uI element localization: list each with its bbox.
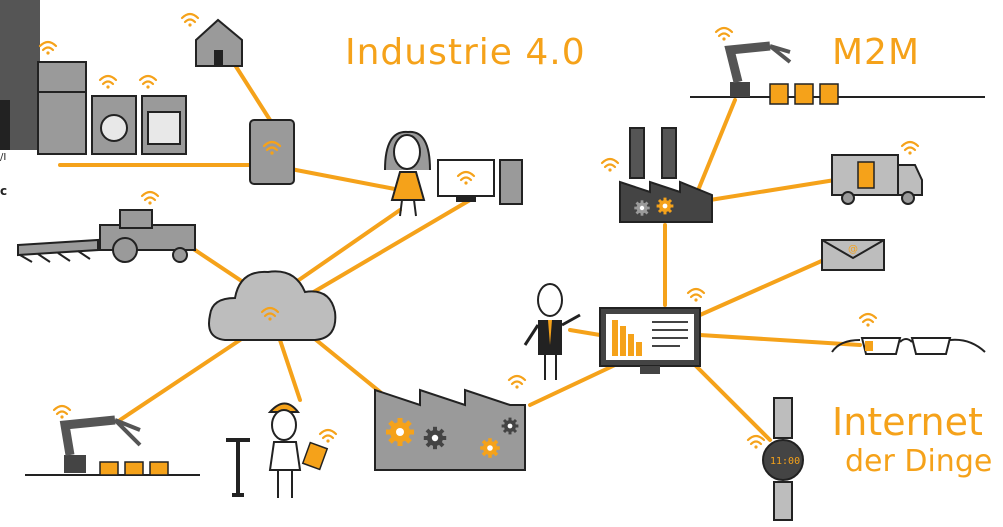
house-icon [180, 12, 243, 67]
desktop-computer-icon [437, 159, 523, 205]
envelope-at-symbol: @ [848, 244, 858, 255]
envelope-icon: @ [821, 239, 885, 271]
smart-glasses-icon [831, 312, 986, 355]
left-edge-photo: /I c [0, 0, 40, 198]
factory-center-icon [374, 374, 527, 471]
fridge-icon [37, 40, 87, 155]
title-der-dinge: der Dinge [845, 444, 993, 479]
tractor-icon [17, 190, 196, 263]
left-edge-text-1: /I [0, 152, 6, 163]
cloud-icon [208, 270, 337, 341]
watch-time: 11:00 [770, 456, 800, 467]
title-m2m: M2M [832, 32, 921, 73]
left-edge-text-2: c [0, 184, 7, 198]
washing-machine-icon [91, 74, 137, 155]
smartwatch-icon: 11:00 [746, 397, 804, 521]
worker-figure [226, 402, 338, 498]
businessman-figure [523, 283, 581, 380]
truck-icon [831, 140, 923, 205]
robot-arm-right-icon [690, 26, 985, 105]
title-industrie: Industrie 4.0 [345, 32, 586, 73]
title-internet: Internet [832, 400, 983, 444]
oven-icon [138, 74, 187, 155]
woman-figure [384, 130, 431, 217]
dashboard-monitor-icon [599, 287, 706, 374]
robot-arm-left-icon [25, 404, 200, 476]
factory-right-icon [600, 127, 713, 223]
